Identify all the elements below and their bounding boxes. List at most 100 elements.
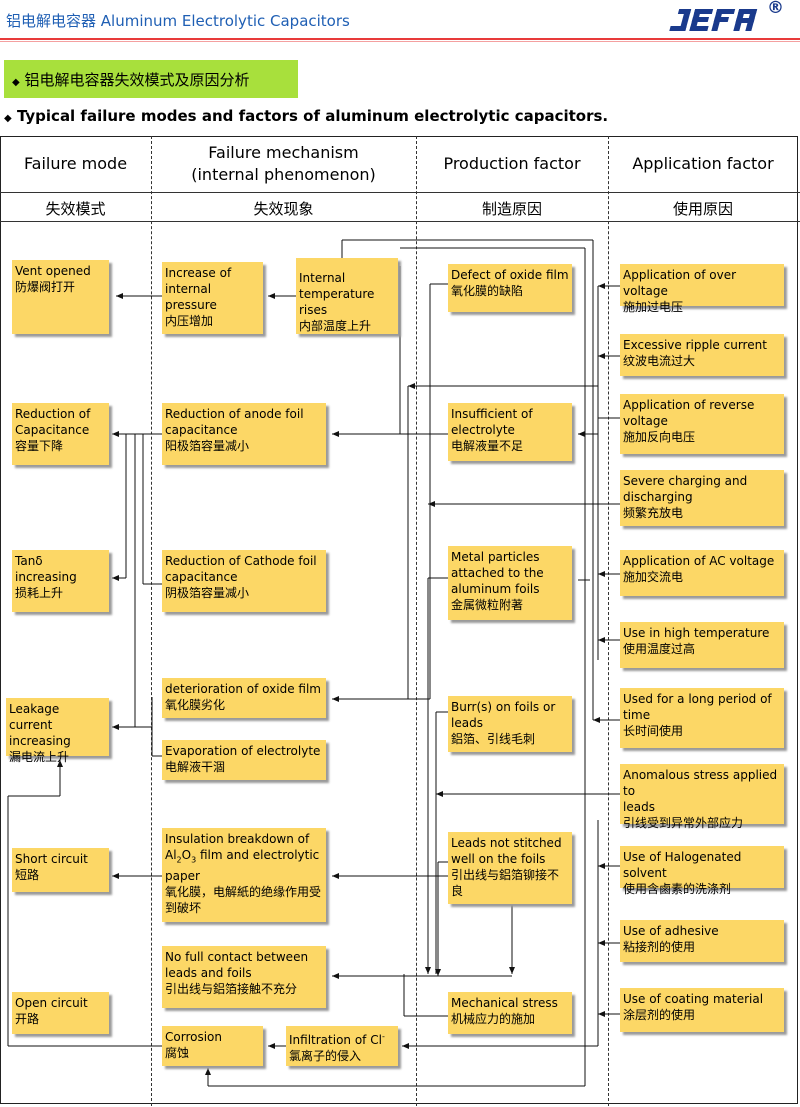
app-box-ac-voltage: Application of AC voltage 施加交流电 <box>620 550 784 596</box>
bullet-icon: ◆ <box>12 77 20 88</box>
app-box-line: time <box>623 708 651 722</box>
mode-box-vent-opened: Vent opened 防爆阀打开 <box>12 260 109 334</box>
app-box-line: Excessive ripple current <box>623 338 767 352</box>
section-title: ◆ 铝电解电容器失效模式及原因分析 <box>12 69 250 90</box>
app-box-line: Use in high temperature <box>623 626 770 640</box>
prod-box-line: 鋁箔、引线毛刺 <box>451 732 536 746</box>
col-header-mode: Failure mode <box>23 154 128 173</box>
prod-box-line: Leads not stitched <box>451 836 562 850</box>
header-divider-light <box>0 41 800 42</box>
app-box-line: 施加过电压 <box>623 300 684 314</box>
app-box-long-period: Used for a long period of time 长时间使用 <box>620 688 784 748</box>
column-divider-2 <box>416 136 417 1106</box>
app-box-line: 涂层剂的使用 <box>623 1008 696 1022</box>
mode-box-line: Capacitance <box>15 423 90 437</box>
mech-box-electrolyte-evaporation: Evaporation of electrolyte 电解液干涸 <box>162 740 326 780</box>
mech-box-line: Reduction of anode foil <box>165 407 304 421</box>
formula-al: Al <box>165 848 177 862</box>
prod-box-line: 机械应力的施加 <box>451 1012 536 1026</box>
app-box-coating-material: Use of coating material 涂层剂的使用 <box>620 988 784 1032</box>
app-box-line: 长时间使用 <box>623 724 684 738</box>
prod-box-line: Metal particles <box>451 550 540 564</box>
app-box-line: Used for a long period of <box>623 692 772 706</box>
mech-box-oxide-deterioration: deterioration of oxide film 氧化膜劣化 <box>162 678 326 718</box>
prod-box-line: leads <box>451 716 483 730</box>
mech-box-line: 到破坏 <box>165 901 202 916</box>
app-box-line: voltage <box>623 414 668 428</box>
jefa-logo <box>669 9 758 31</box>
registered-mark: ® <box>767 0 784 18</box>
mode-box-line: 开路 <box>15 1012 40 1026</box>
app-box-line: Application of AC voltage <box>623 554 775 568</box>
column-divider-3 <box>608 136 609 1106</box>
cn-header-row-divider <box>0 221 800 222</box>
mech-box-line-formula: Al2O3 film and electrolytic <box>165 847 323 868</box>
prod-box-line: Mechanical stress <box>451 996 558 1010</box>
mech-box-line: 内压增加 <box>165 314 214 328</box>
prod-box-line: 金属微粒附著 <box>451 598 524 612</box>
prod-box-burrs: Burr(s) on foils or leads 鋁箔、引线毛刺 <box>448 696 572 752</box>
mode-box-line: 漏电流上升 <box>9 750 70 764</box>
app-box-line: Use of adhesive <box>623 924 719 938</box>
col-header-mode-cn: 失效模式 <box>45 200 106 218</box>
mode-box-line: 损耗上升 <box>15 586 64 600</box>
formula-sub-3: 3 <box>191 855 197 865</box>
column-divider-1 <box>151 136 152 1106</box>
prod-box-line: well on the foils <box>451 852 546 866</box>
chloride-sup: - <box>381 1032 385 1041</box>
mech-box-line: Evaporation of electrolyte <box>165 744 321 758</box>
app-box-line: Application of reverse <box>623 398 755 412</box>
mode-box-line: increasing <box>15 570 77 584</box>
app-box-line: 粘接剂的使用 <box>623 940 696 954</box>
col-header-application-cn: 使用原因 <box>672 200 733 218</box>
mech-box-line: 阴极箔容量减小 <box>165 586 250 600</box>
mech-box-line: 内部温度上升 <box>299 319 372 333</box>
app-box-line: 施加交流电 <box>623 570 684 584</box>
col-header-mechanism-line2: (internal phenomenon) <box>191 165 376 184</box>
mech-box-line: 电解液干涸 <box>165 760 226 774</box>
chloride-text: Infiltration of Cl <box>289 1033 382 1047</box>
mode-box-line: 防爆阀打开 <box>15 280 76 294</box>
mech-box-line: 阳极箔容量减小 <box>165 439 250 453</box>
app-box-line: Application of over voltage <box>623 268 737 298</box>
formula-rest: film and electrolytic <box>196 848 320 862</box>
mech-box-line: leads and foils <box>165 966 252 980</box>
mech-box-line: capacitance <box>165 570 238 584</box>
formula-o: O <box>181 848 192 862</box>
app-box-line: 施加反向电压 <box>623 430 696 444</box>
mode-box-line: Short circuit <box>15 852 88 866</box>
mech-box-line: 氧化膜劣化 <box>165 698 226 712</box>
mech-box-line: temperature rises <box>299 287 375 317</box>
prod-box-line: Burr(s) on foils or <box>451 700 556 714</box>
header-title: 铝电解电容器 Aluminum Electrolytic Capacitors <box>6 12 350 30</box>
col-header-mechanism-line1: Failure mechanism <box>208 143 359 162</box>
mech-box-line: Corrosion <box>165 1030 222 1044</box>
app-box-line: 使用含鹵素的洗涤剂 <box>623 882 732 896</box>
app-box-over-voltage: Application of over voltage 施加过电压 <box>620 264 784 314</box>
mode-box-line: Leakage current <box>9 702 60 732</box>
prod-box-mechanical-stress: Mechanical stress 机械应力的施加 <box>448 992 572 1034</box>
section-title-cn: 铝电解电容器失效模式及原因分析 <box>24 71 250 89</box>
app-box-adhesive: Use of adhesive 粘接剂的使用 <box>620 920 784 962</box>
mech-box-line: deterioration of oxide film <box>165 682 321 696</box>
col-header-mechanism: Failure mechanism (internal phenomenon) <box>151 142 416 186</box>
app-box-line: Use of coating material <box>623 992 764 1006</box>
prod-box-line: aluminum foils <box>451 582 540 596</box>
mech-box-line: 氧化膜，电解紙的绝缘作用受 <box>165 885 322 900</box>
mode-box-line: Vent opened <box>15 264 91 278</box>
mech-box-insulation-breakdown: Insulation breakdown of Al2O3 film and e… <box>162 828 326 922</box>
mech-box-line: capacitance <box>165 423 238 437</box>
app-box-line: 纹波电流过大 <box>623 354 696 368</box>
app-box-ripple-current: Excessive ripple current 纹波电流过大 <box>620 334 784 376</box>
